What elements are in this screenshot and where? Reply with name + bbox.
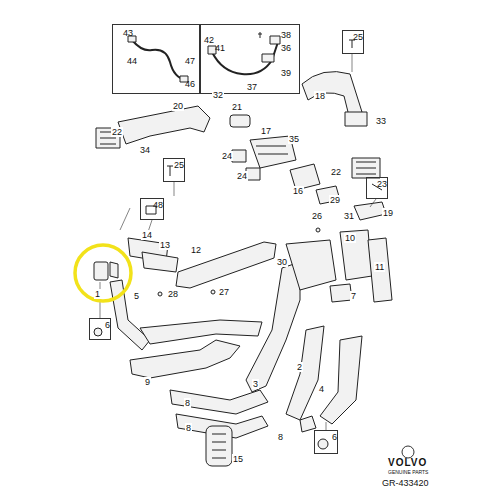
callout-number: 36 [281, 43, 291, 53]
boxed-callout: 25 [342, 30, 364, 54]
callout-number: 8 [184, 398, 191, 408]
callout-number: 13 [159, 240, 171, 250]
callout-number: 2 [296, 362, 303, 372]
inset-box: 4241 38 36 39 37 [200, 24, 300, 94]
callout-number: 47 [185, 56, 195, 66]
callout-number: 25 [353, 32, 363, 42]
callout-number: 24 [236, 171, 248, 181]
boxed-callout: 25 [163, 158, 185, 182]
callout-number: 24 [221, 151, 233, 161]
callout-number: 44 [127, 56, 137, 66]
callout-number: 31 [343, 211, 355, 221]
callout-number: 22 [111, 127, 123, 137]
callout-number: 20 [172, 101, 184, 111]
callout-number: 16 [292, 186, 304, 196]
callout-number: 39 [281, 68, 291, 78]
callout-number: 26 [311, 211, 323, 221]
callout-number: 9 [144, 377, 151, 387]
callout-number: 4 [318, 384, 325, 394]
brand-text: GR-433420 [381, 478, 430, 488]
callout-number: 21 [231, 102, 243, 112]
callout-number: 43 [123, 28, 133, 38]
callout-number: 11 [374, 262, 385, 272]
inset-box: 43 44 47 46 [112, 24, 200, 94]
brand-text: GENUINE PARTS [387, 469, 429, 475]
callout-number: 8 [185, 423, 192, 433]
callout-number: 19 [382, 208, 394, 218]
callout-number: 29 [329, 195, 341, 205]
callout-number: 38 [281, 30, 291, 40]
boxed-callout: 6 [314, 430, 338, 454]
callout-number: 17 [260, 126, 272, 136]
callout-number: 12 [190, 245, 202, 255]
callout-number: 34 [139, 145, 151, 155]
callout-number: 15 [232, 454, 244, 464]
callout-number: 32 [212, 90, 224, 100]
callout-number: 1 [94, 289, 101, 299]
callout-number: 46 [185, 79, 195, 89]
callout-number: 5 [133, 291, 140, 301]
callout-number: 28 [167, 289, 179, 299]
boxed-callout: 48 [140, 198, 164, 220]
callout-number: 41 [215, 43, 225, 53]
brand-text: VOLVO [387, 458, 428, 468]
callout-number: 30 [276, 257, 288, 267]
callout-number: 6 [105, 320, 110, 330]
callout-number: 48 [153, 200, 163, 210]
callout-number: 7 [350, 291, 357, 301]
callout-number: 10 [344, 233, 356, 243]
callout-number: 6 [332, 432, 337, 442]
callout-number: 35 [288, 134, 300, 144]
callout-number: 33 [375, 116, 387, 126]
boxed-callout: 23 [366, 177, 388, 199]
callout-number: 18 [314, 91, 326, 101]
callout-number: 42 [204, 35, 214, 45]
callout-number: 3 [252, 379, 259, 389]
callout-number: 8 [277, 432, 284, 442]
callout-number: 25 [174, 160, 184, 170]
boxed-callout: 6 [89, 318, 111, 340]
callout-number: 14 [141, 230, 153, 240]
callout-number: 37 [247, 82, 257, 92]
callout-number: 22 [330, 167, 342, 177]
callout-number: 27 [218, 287, 230, 297]
callout-number: 23 [377, 179, 387, 189]
